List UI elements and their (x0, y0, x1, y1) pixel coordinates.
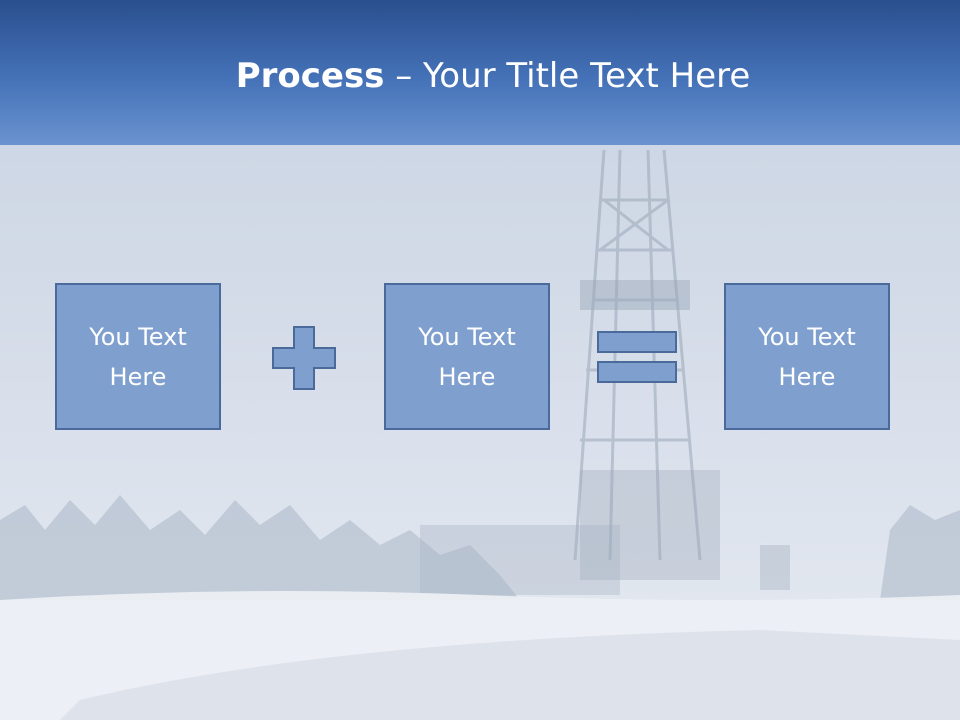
title-bar (0, 0, 960, 145)
plus-icon[interactable] (272, 326, 336, 390)
process-box-1[interactable]: You Text Here (55, 283, 221, 430)
process-box-2[interactable]: You Text Here (384, 283, 550, 430)
slide-title-bold: Process (235, 56, 385, 96)
process-box-3[interactable]: You Text Here (724, 283, 890, 430)
equals-icon[interactable] (596, 330, 678, 386)
slide-title-rest: – Your Title Text Here (384, 56, 751, 96)
slide-title[interactable]: Process – Your Title Text Here (0, 54, 960, 98)
